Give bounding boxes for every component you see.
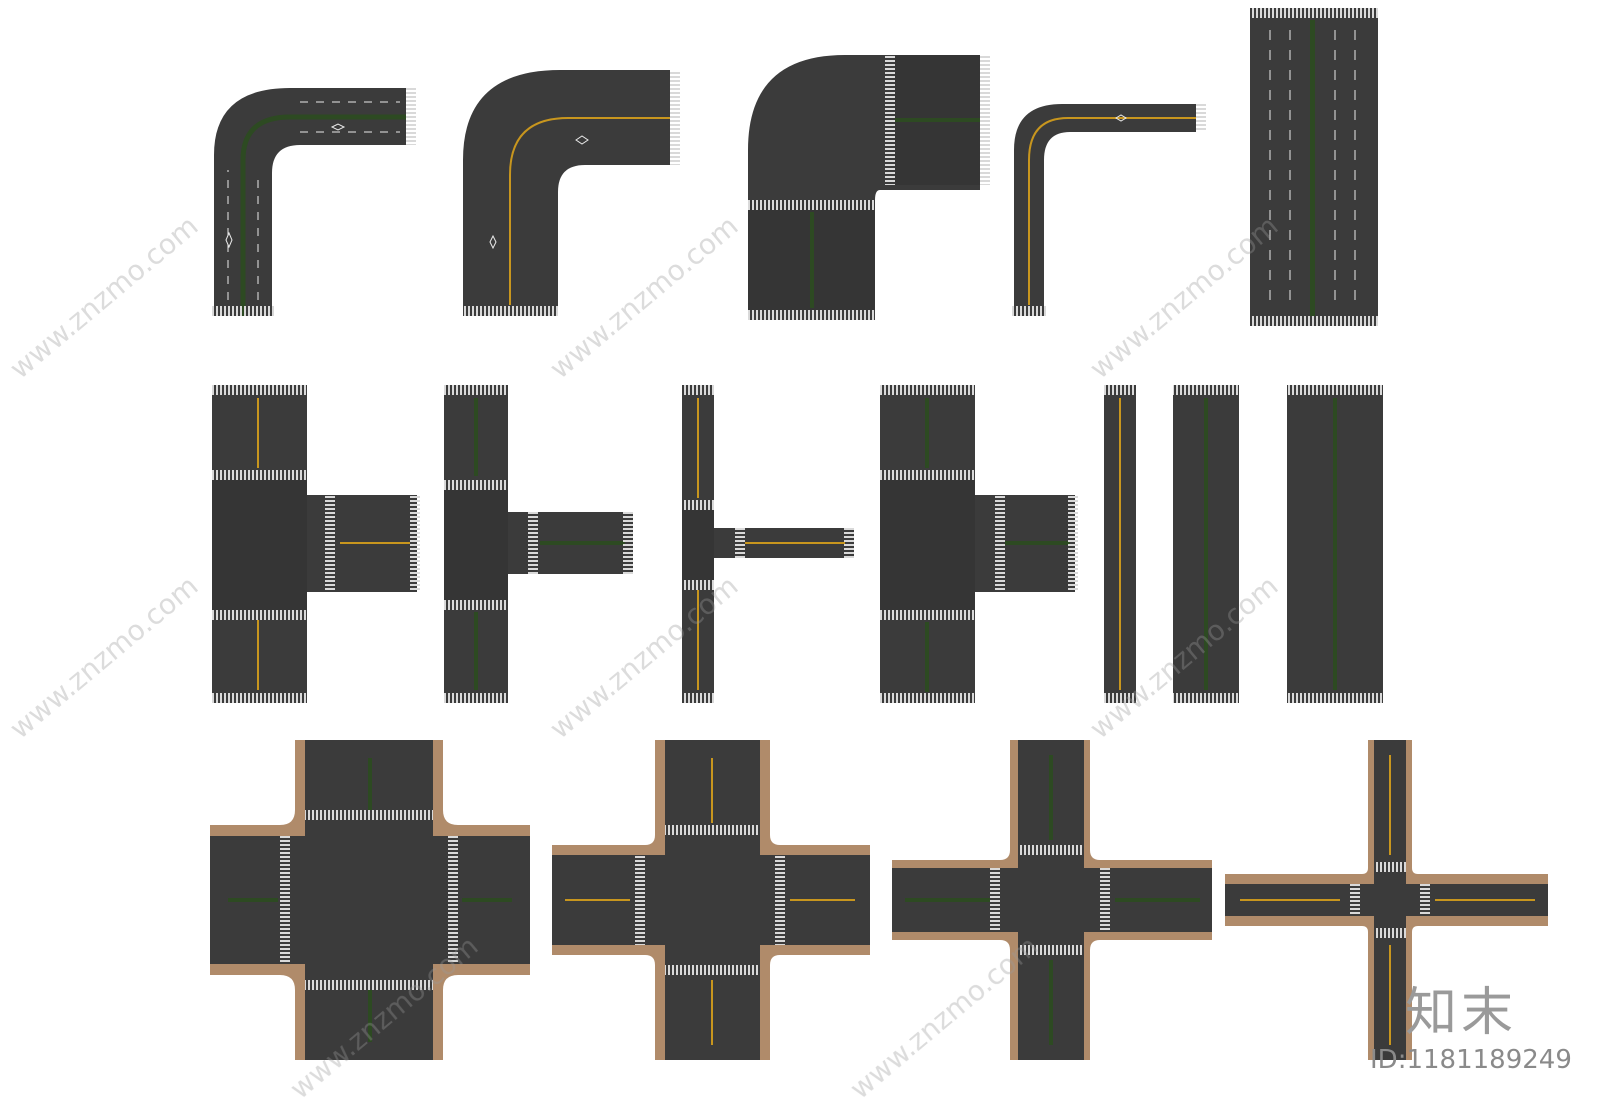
straight-road-medium — [1173, 385, 1239, 703]
svg-text:www.znzmo.com: www.znzmo.com — [543, 569, 744, 745]
crossroad-4 — [1225, 740, 1548, 1060]
t-junction-3 — [682, 385, 854, 703]
t-junction-2 — [444, 385, 633, 703]
crossroad-3 — [892, 740, 1212, 1060]
t-junction-1 — [212, 385, 420, 703]
svg-text:www.znzmo.com: www.znzmo.com — [543, 209, 744, 385]
image-id: ID:1181189249 — [1370, 1045, 1572, 1075]
straight-road-narrow — [1104, 385, 1136, 703]
straight-road-large — [1287, 385, 1383, 703]
straight-road-wide — [1250, 8, 1378, 326]
crossroad-2 — [552, 740, 870, 1060]
crossroad-1 — [210, 740, 530, 1060]
watermark: www.znzmo.com www.znzmo.com www.znzmo.co… — [3, 209, 1284, 1100]
curve-road-1 — [212, 88, 416, 316]
curve-road-4 — [1012, 104, 1206, 316]
brand-logo: 知末 — [1405, 983, 1518, 1043]
t-junction-4 — [880, 385, 1078, 703]
svg-text:www.znzmo.com: www.znzmo.com — [3, 569, 204, 745]
curve-road-2 — [462, 70, 680, 316]
curve-road-3 — [748, 55, 990, 320]
svg-text:www.znzmo.com: www.znzmo.com — [3, 209, 204, 385]
